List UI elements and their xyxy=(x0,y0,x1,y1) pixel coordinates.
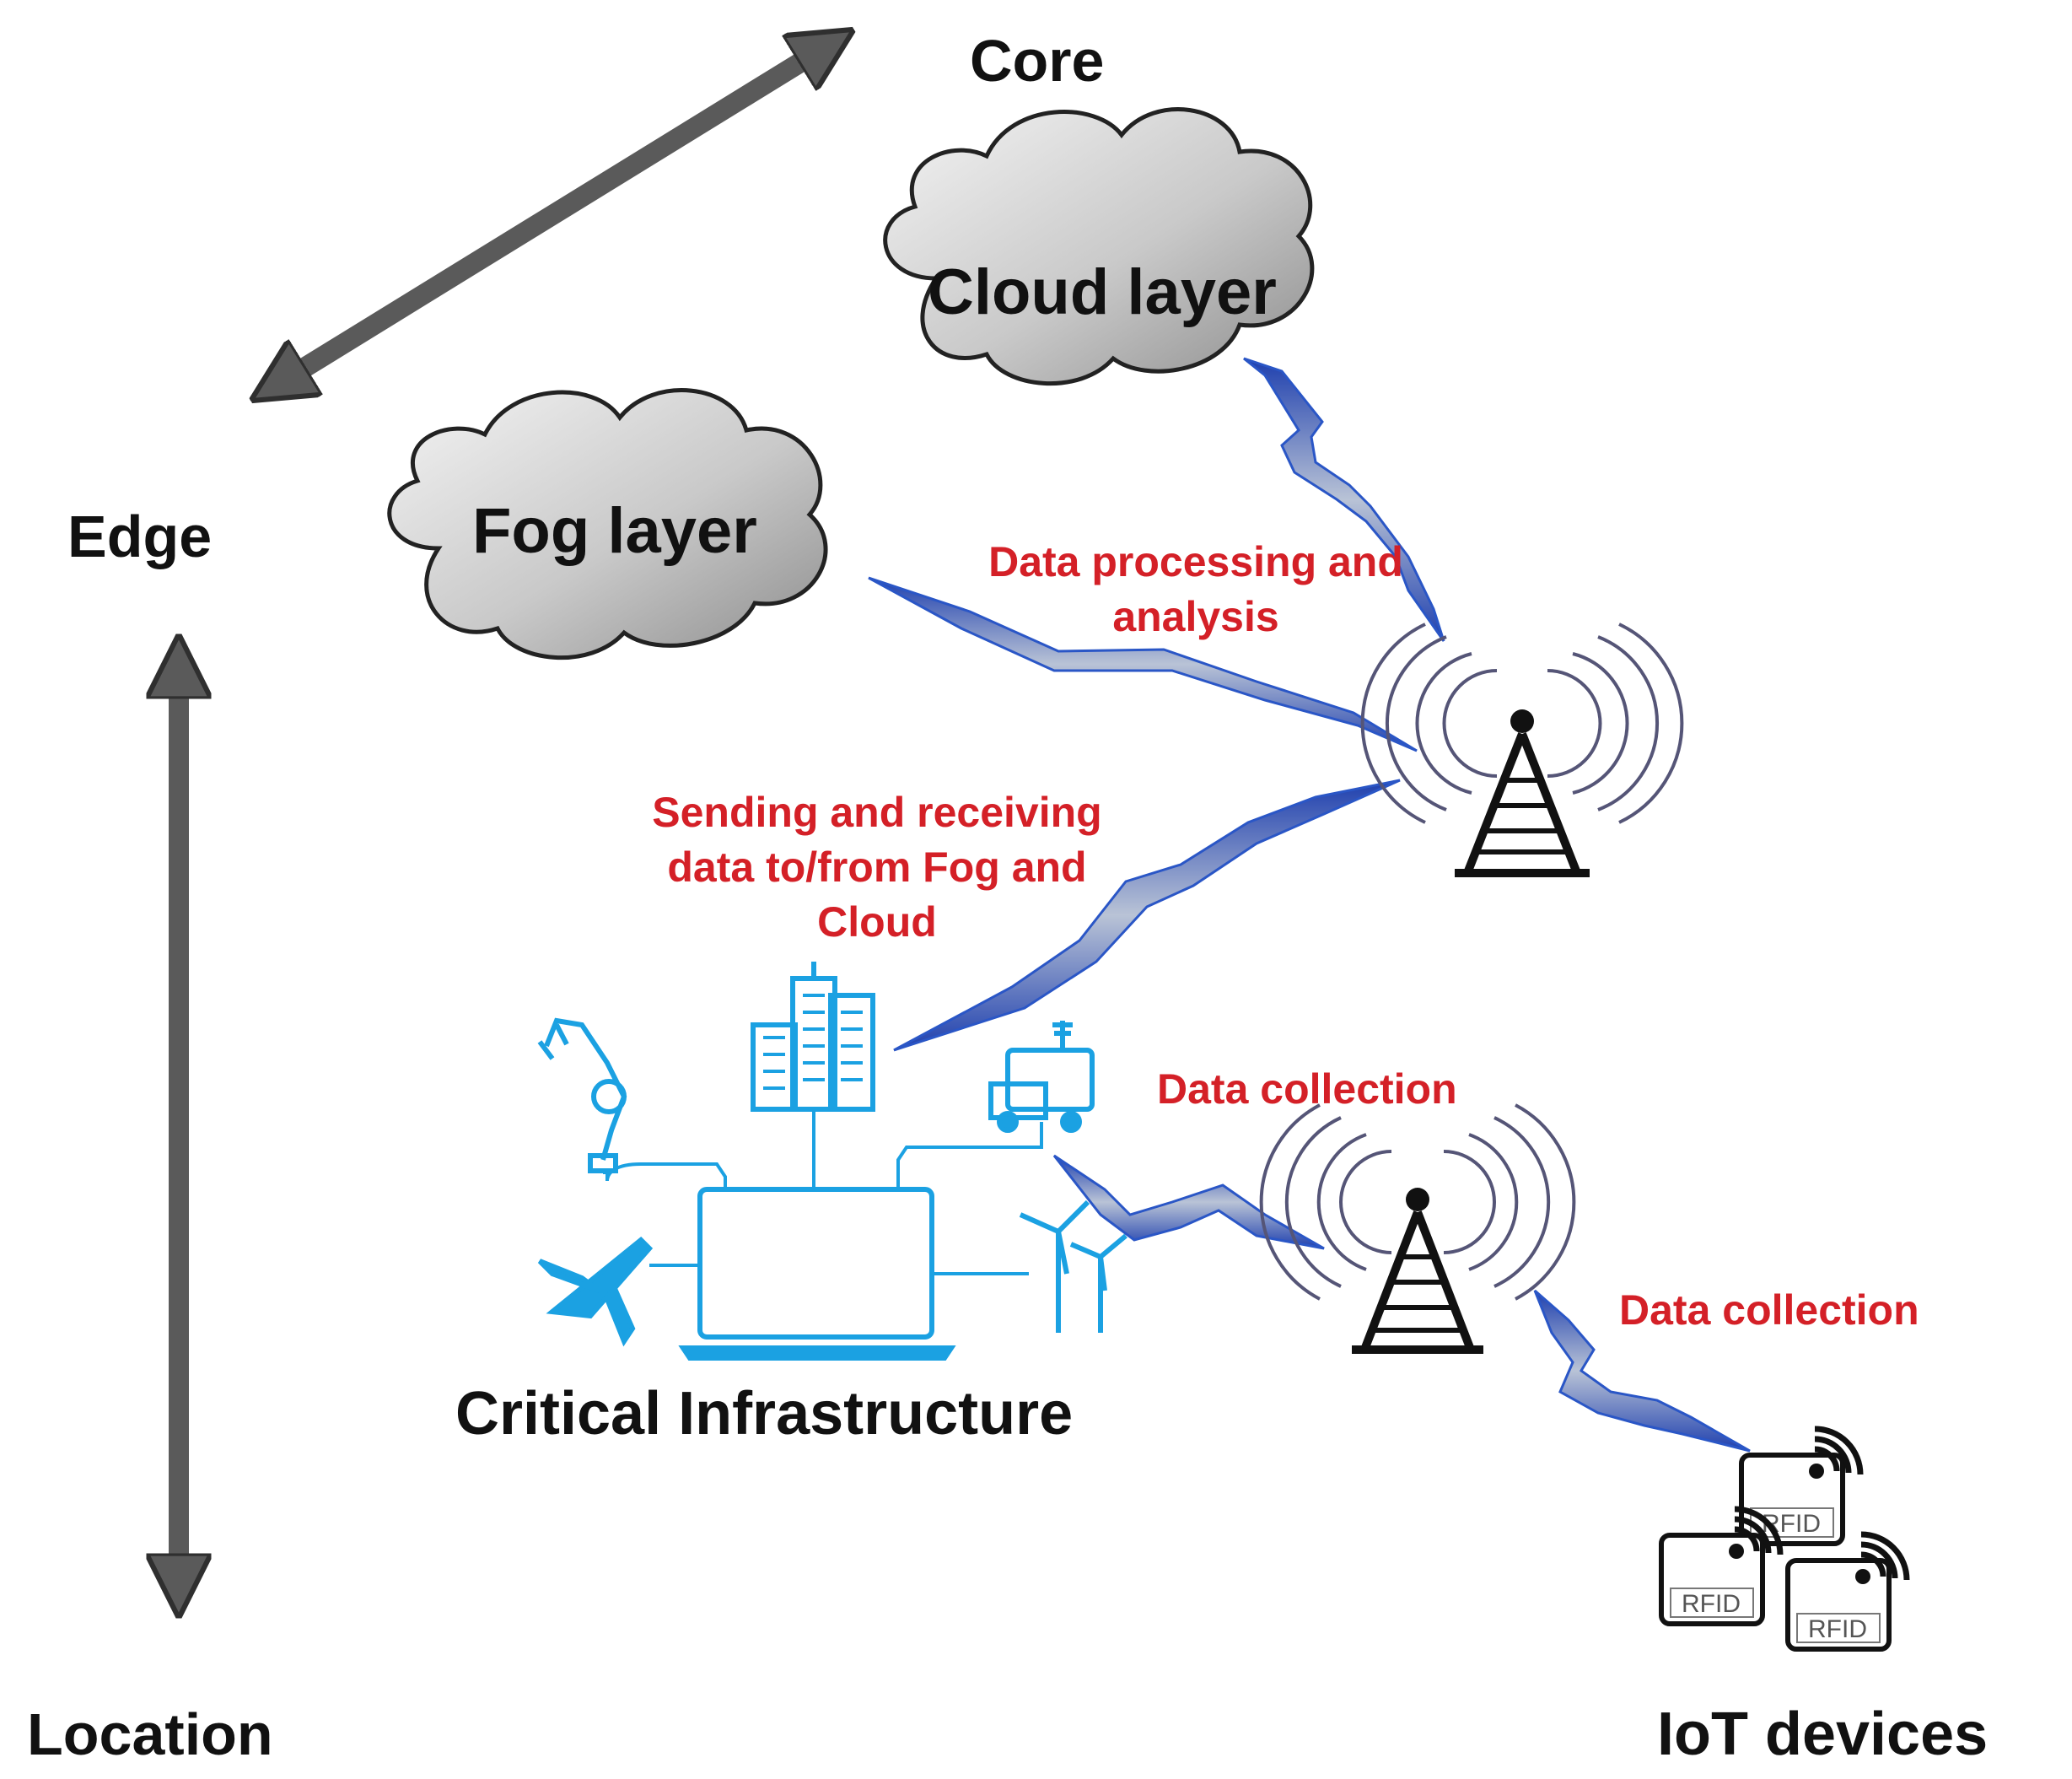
laptop-icon xyxy=(697,1187,934,1340)
sending-annotation: Sending and receiving data to/from Fog a… xyxy=(652,789,1101,946)
fog-layer-cloud-icon xyxy=(387,388,828,660)
edge-core-arrow xyxy=(278,46,826,384)
upper-tower-icon xyxy=(1360,623,1684,877)
data-collection-label-1: Data collection xyxy=(1157,1065,1457,1113)
buildings-icon xyxy=(751,962,875,1112)
data-collection-label-2: Data collection xyxy=(1619,1286,1919,1334)
sending-annotation-line-3: Cloud xyxy=(817,898,937,946)
processing-annotation-line-2: analysis xyxy=(1112,593,1278,640)
airplane-icon xyxy=(537,1236,654,1347)
fog-layer-label: Fog layer xyxy=(472,495,757,567)
link-cloud-tower xyxy=(1243,357,1445,642)
truck-icon xyxy=(988,1021,1095,1133)
critical-infrastructure-label: Critical Infrastructure xyxy=(455,1380,1073,1447)
edge-label: Edge xyxy=(67,504,212,569)
location-label: Location xyxy=(27,1701,273,1767)
link-edge-tower-iot xyxy=(1533,1289,1751,1453)
link-infrastructure-edge-tower xyxy=(1052,1154,1325,1250)
lower-tower-icon xyxy=(1259,1103,1576,1354)
processing-annotation: Data processing and analysis xyxy=(988,538,1403,640)
core-label: Core xyxy=(970,28,1104,94)
rfid-tag-right: RFID xyxy=(1785,1531,1910,1652)
sending-annotation-line-2: data to/from Fog and xyxy=(667,844,1086,891)
cloud-layer-cloud-icon xyxy=(883,107,1315,386)
link-infrastructure-tower xyxy=(893,779,1401,1052)
critical-infrastructure-icon xyxy=(537,962,1127,1361)
rfid-tag-label: RFID xyxy=(1808,1615,1867,1643)
infrastructure-connectors xyxy=(601,1109,1043,1275)
iot-devices-label: IoT devices xyxy=(1657,1701,1988,1768)
rfid-tag-label: RFID xyxy=(1682,1590,1741,1618)
processing-annotation-line-1: Data processing and xyxy=(988,538,1403,585)
wind-turbines-icon xyxy=(1019,1199,1127,1333)
link-fog-tower xyxy=(868,576,1418,752)
robot-arm-icon xyxy=(537,1017,627,1173)
sending-annotation-line-1: Sending and receiving xyxy=(652,789,1101,836)
cloud-layer-label: Cloud layer xyxy=(928,256,1277,328)
rfid-tag-left: RFID xyxy=(1659,1506,1784,1626)
